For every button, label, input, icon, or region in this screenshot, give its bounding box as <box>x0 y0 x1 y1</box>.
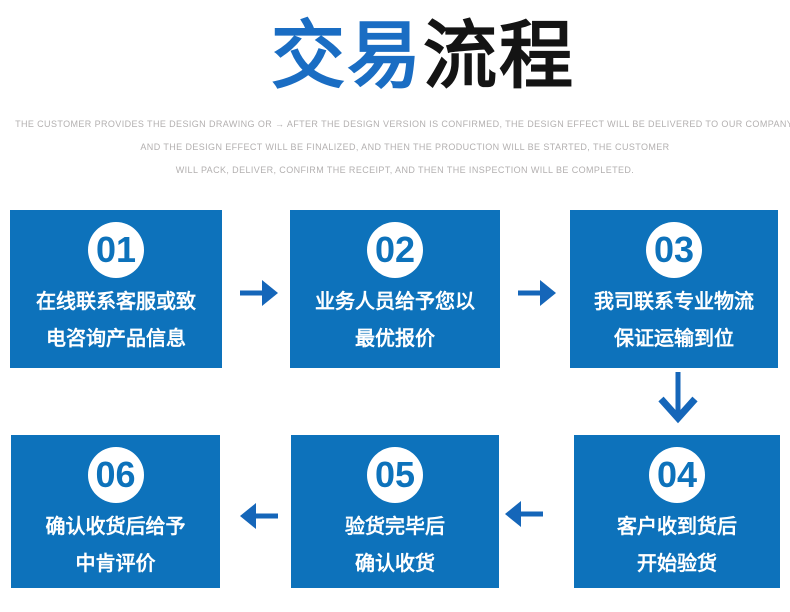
step-number-badge: 05 <box>367 447 423 503</box>
step-box-06: 06 确认收货后给予 中肯评价 <box>11 435 220 588</box>
step-number: 02 <box>374 229 416 270</box>
step-text-line: 中肯评价 <box>75 553 156 575</box>
step-box-04: 04 客户收到货后 开始验货 <box>574 435 780 588</box>
arrow-left-icon <box>240 502 278 530</box>
step-number-badge: 06 <box>87 447 144 503</box>
subtitle: THE CUSTOMER PROVIDES THE DESIGN DRAWING… <box>10 113 790 182</box>
step-number: 05 <box>374 454 416 495</box>
arrow-down-icon <box>657 372 699 424</box>
step-text-line: 客户收到货后 <box>617 516 737 538</box>
step-box-03: 03 我司联系专业物流 保证运输到位 <box>570 210 778 368</box>
step-text-line: 确认收货后给予 <box>45 516 186 538</box>
step-number: 01 <box>95 229 137 270</box>
step-text-line: 确认收货 <box>355 553 435 575</box>
step-text-line: 开始验货 <box>637 553 717 575</box>
arrow-right-icon <box>240 279 278 307</box>
step-number: 04 <box>656 454 698 495</box>
step-text-line: 我司联系专业物流 <box>594 291 754 313</box>
page-title: 交易流程 <box>28 14 790 98</box>
step-number: 03 <box>653 229 695 270</box>
step-box-02: 02 业务人员给予您以 最优报价 <box>290 210 500 368</box>
step-number-badge: 03 <box>646 222 702 278</box>
subtitle-line-3: WILL PACK, DELIVER, CONFIRM THE RECEIPT,… <box>175 165 635 175</box>
subtitle-line-2: AND THE DESIGN EFFECT WILL BE FINALIZED,… <box>140 142 670 152</box>
arrow-left-icon <box>505 500 543 528</box>
step-text-line: 最优报价 <box>355 328 435 350</box>
step-text-line: 业务人员给予您以 <box>315 291 475 313</box>
step-number-badge: 02 <box>367 222 423 278</box>
step-box-05: 05 验货完毕后 确认收货 <box>291 435 499 588</box>
step-number: 06 <box>95 454 136 495</box>
page-title-highlight: 交易 <box>271 14 423 97</box>
step-text-line: 保证运输到位 <box>614 328 734 350</box>
arrow-right-icon <box>518 279 556 307</box>
step-text-line: 电咨询产品信息 <box>46 328 186 350</box>
step-text-line: 在线联系客服或致 <box>36 291 196 313</box>
step-text-line: 验货完毕后 <box>345 516 445 538</box>
step-box-01: 01 在线联系客服或致 电咨询产品信息 <box>10 210 222 368</box>
step-number-badge: 01 <box>88 222 144 278</box>
subtitle-line-1: THE CUSTOMER PROVIDES THE DESIGN DRAWING… <box>15 119 790 129</box>
step-number-badge: 04 <box>649 447 705 503</box>
page-title-rest: 流程 <box>423 14 575 97</box>
